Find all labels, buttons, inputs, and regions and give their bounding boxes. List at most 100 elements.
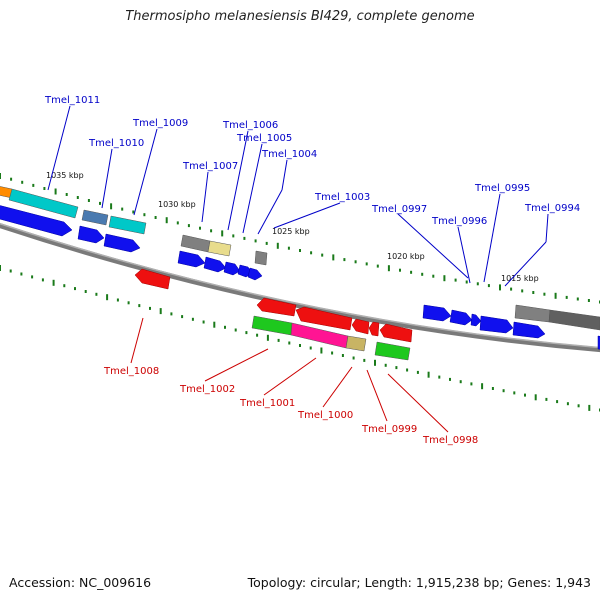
- ruler-tick: [54, 188, 57, 195]
- genome-summary-text: Topology: circular; Length: 1,915,238 bp…: [247, 575, 591, 590]
- gene-label-tmel-1003: Tmel_1003: [314, 192, 370, 203]
- gene-label-tmel-1001: Tmel_1001: [239, 398, 295, 409]
- gene-label-tmel-0997: Tmel_0997: [371, 204, 427, 215]
- ruler-tick: [365, 262, 368, 266]
- leader-line: [281, 159, 288, 191]
- leader-line: [545, 213, 549, 243]
- ruler-tick: [363, 358, 366, 362]
- ruler-tick: [376, 264, 379, 268]
- ruler-tick: [499, 284, 501, 291]
- ruler-tick: [176, 221, 179, 225]
- ruler-tick: [191, 317, 194, 321]
- ruler-tick: [256, 333, 259, 337]
- ruler-tick: [438, 375, 441, 379]
- ruler-tick: [374, 359, 376, 366]
- ruler-tick: [321, 253, 324, 257]
- ruler-tick: [416, 370, 419, 374]
- leader-line: [204, 348, 269, 382]
- ruler-label-1025: 1025 kbp: [272, 227, 310, 236]
- gene-label-tmel-1004: Tmel_1004: [261, 149, 317, 160]
- gene-label-tmel-1000: Tmel_1000: [297, 410, 353, 421]
- ruler-tick: [476, 282, 479, 286]
- ruler-tick: [588, 404, 591, 411]
- ruler-tick: [165, 217, 168, 224]
- ruler-tick: [399, 268, 401, 272]
- ruler-tick: [41, 278, 44, 282]
- reverse-strand-genes: [134, 268, 413, 343]
- ruler-tick: [143, 213, 146, 217]
- ruler-tick: [410, 270, 413, 274]
- gene-label-tmel-1002: Tmel_1002: [179, 384, 235, 395]
- ruler-label-1015: 1015 kbp: [501, 274, 539, 283]
- leader-line: [257, 189, 283, 235]
- leader-line: [263, 357, 317, 396]
- gene-label-tmel-0996: Tmel_0996: [431, 216, 487, 227]
- ruler-tick: [465, 280, 468, 284]
- ruler-tick: [449, 377, 451, 381]
- ruler-tick: [427, 371, 430, 378]
- gene-labels-reverse: Tmel_1008 Tmel_1002 Tmel_1001 Tmel_1000 …: [103, 366, 478, 446]
- ruler-tick: [132, 210, 135, 214]
- ruler-tick: [576, 297, 579, 301]
- ruler-tick: [341, 354, 344, 357]
- ruler-tick: [224, 325, 226, 329]
- forward-strand-genes: [0, 205, 600, 350]
- ruler-tick: [43, 187, 46, 190]
- leader-line: [397, 213, 469, 279]
- ruler-tick: [432, 274, 435, 278]
- gene-label-tmel-0999: Tmel_0999: [361, 424, 417, 435]
- cog-track-lower: [251, 315, 411, 361]
- leader-line: [366, 369, 388, 422]
- gene-label-tmel-1008: Tmel_1008: [103, 366, 159, 377]
- ruler-tick: [254, 239, 257, 243]
- ruler-tick: [170, 312, 173, 316]
- ruler-tick: [84, 290, 87, 293]
- gene-label-tmel-0995: Tmel_0995: [474, 183, 530, 194]
- ruler-tick: [354, 260, 357, 264]
- ruler-label-1030: 1030 kbp: [158, 200, 196, 209]
- ruler-tick: [343, 258, 346, 262]
- ruler-tick: [502, 389, 505, 393]
- ruler-tick: [521, 289, 524, 293]
- ruler-tick: [110, 203, 113, 210]
- leader-line: [273, 202, 341, 229]
- ruler-tick: [0, 173, 1, 179]
- ruler-labels: 1035 kbp 1030 kbp 1025 kbp 1020 kbp 1015…: [46, 171, 539, 283]
- ruler-tick: [31, 275, 34, 279]
- ruler-tick: [65, 193, 68, 196]
- ruler-tick: [288, 341, 291, 345]
- ruler-tick: [481, 383, 484, 390]
- ruler-tick: [395, 366, 398, 370]
- leader-line: [322, 366, 353, 408]
- ruler-tick: [149, 306, 151, 310]
- leader-line: [242, 143, 263, 234]
- ruler-tick: [10, 177, 13, 181]
- gene-labels-forward: Tmel_1011 Tmel_1010 Tmel_1009 Tmel_1007 …: [44, 95, 580, 227]
- ruler-tick: [95, 292, 98, 296]
- ruler-tick: [545, 397, 548, 401]
- leader-line: [133, 128, 158, 216]
- ruler-tick: [566, 402, 569, 406]
- ruler-tick: [202, 320, 205, 324]
- ruler-tick: [320, 347, 323, 354]
- ruler-tick: [459, 380, 462, 384]
- ruler-tick: [309, 346, 312, 350]
- leader-line: [227, 130, 249, 231]
- gene-label-tmel-1009: Tmel_1009: [132, 118, 188, 129]
- leader-line: [504, 241, 547, 287]
- ruler-tick: [266, 334, 269, 341]
- ruler-tick: [577, 404, 580, 408]
- ruler-tick: [138, 304, 141, 308]
- ruler-tick: [127, 301, 130, 305]
- gene-label-tmel-1011: Tmel_1011: [44, 95, 100, 106]
- ruler-tick: [554, 292, 557, 299]
- leader-line: [130, 317, 144, 364]
- ruler-tick: [491, 387, 494, 390]
- ruler-tick: [20, 272, 23, 276]
- ruler-tick: [234, 328, 237, 332]
- ruler-tick: [352, 356, 355, 360]
- ruler-tick: [332, 254, 335, 261]
- leader-line: [101, 148, 113, 209]
- ruler-tick: [116, 298, 119, 302]
